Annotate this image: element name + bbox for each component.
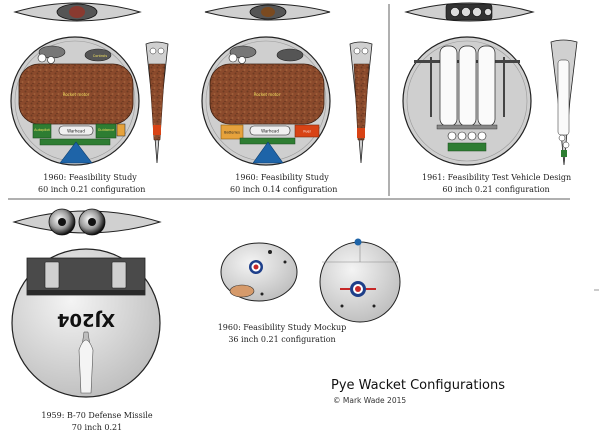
caption-config-5-line1: 1960: Feasibility Study Mockup: [217, 323, 347, 332]
rocket-motor: [209, 63, 325, 125]
config-3-side-profile: [550, 39, 578, 166]
radar-antenna: [252, 141, 284, 164]
config-1-side-profile: [145, 41, 169, 164]
config-3-edge-view: [404, 2, 535, 22]
label-right-box: Guidance: [98, 128, 115, 132]
label-warhead: Warhead: [67, 129, 85, 134]
warhead: [249, 125, 291, 136]
config-2-planform: Rocket motor Batteries Fuel Warhead: [201, 36, 331, 166]
config-4-planform: XJ204: [11, 248, 161, 398]
label-rocket-motor: Rocket motor: [63, 92, 90, 97]
caption-config-1-line1: 1960: Feasibility Study: [43, 173, 137, 182]
caption-config-5-line2: 36 inch 0.21 configuration: [228, 335, 336, 344]
caption-config-2: 1960: Feasibility Study 60 inch 0.14 con…: [230, 172, 338, 196]
caption-config-2-line2: 60 inch 0.14 configuration: [230, 185, 338, 194]
caption-config-3-line2: 60 inch 0.21 configuration: [442, 185, 550, 194]
label-left-box: Autopilot: [34, 128, 50, 132]
tank-3: [477, 45, 496, 127]
config-1-planform: Rocket motor Controls Autopilot Guidance…: [10, 36, 140, 166]
radar-antenna: [59, 141, 93, 164]
config-1-drawing: Rocket motor Controls Autopilot Guidance…: [10, 2, 169, 166]
config-2-side-profile: [349, 41, 373, 164]
box-batteries: [220, 124, 244, 140]
tank-1: [439, 45, 458, 127]
tank-2: [458, 45, 477, 127]
config-5-plan-view: [319, 238, 401, 323]
config-5-drawing: [220, 238, 401, 323]
caption-config-3-line1: 1961: Feasibility Test Vehicle Design: [422, 173, 572, 182]
box-autopilot: [32, 123, 52, 139]
label-rocket-motor: Rocket motor: [254, 92, 281, 97]
config-2-drawing: Rocket motor Batteries Fuel Warhead: [201, 3, 373, 166]
page-title: Pye Wacket Configurations: [331, 378, 506, 393]
label-left-box: Batteries: [224, 131, 240, 135]
caption-config-3: 1961: Feasibility Test Vehicle Design 60…: [422, 172, 572, 196]
box-fuel: [294, 124, 320, 138]
caption-config-1: 1960: Feasibility Study 60 inch 0.21 con…: [38, 172, 146, 196]
rocket-motor: [18, 63, 134, 125]
warhead: [58, 125, 94, 136]
label-right-box: Fuel: [303, 130, 310, 134]
box-guidance: [95, 123, 117, 139]
copyright-credit: © Mark Wade 2015: [333, 396, 407, 405]
config-1-edge-view: [13, 2, 142, 22]
caption-config-4-line1: 1959: B-70 Defense Missile: [41, 411, 153, 420]
caption-config-1-line2: 60 inch 0.21 configuration: [38, 185, 146, 194]
marking-xj204: XJ204: [57, 309, 115, 330]
caption-config-4: 1959: B-70 Defense Missile 70 inch 0.21: [38, 410, 156, 434]
config-4-drawing: XJ204: [11, 208, 162, 398]
label-warhead: Warhead: [261, 129, 279, 134]
label-controls: Controls: [93, 54, 108, 58]
config-4-edge-view: [12, 208, 162, 236]
config-2-edge-view: [204, 3, 331, 21]
config-3-drawing: [402, 2, 578, 166]
caption-config-5: 1960: Feasibility Study Mockup 36 inch 0…: [208, 322, 356, 346]
caption-config-2-line1: 1960: Feasibility Study: [235, 173, 329, 182]
config-5-oblique-view: [220, 242, 298, 302]
config-3-planform: [402, 36, 532, 166]
fin: [78, 339, 94, 394]
caption-config-4-line2: 70 inch 0.21: [71, 423, 123, 432]
